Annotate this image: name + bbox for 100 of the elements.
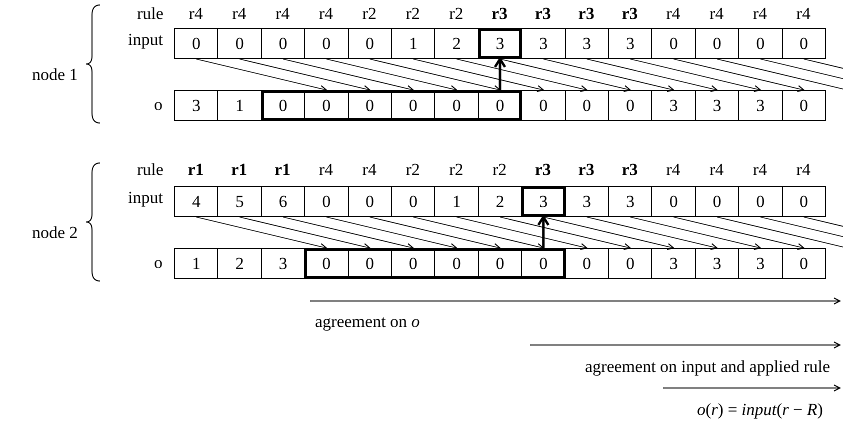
output-cell: 0 — [782, 90, 826, 121]
output-cell: 0 — [608, 90, 652, 121]
input-cell: 0 — [651, 186, 696, 217]
arrow — [537, 216, 550, 248]
output-cell: 0 — [521, 90, 566, 121]
arrow — [673, 216, 804, 250]
output-cell: 3 — [651, 90, 696, 121]
input-cell: 0 — [651, 28, 696, 59]
rule-label: r4 — [666, 4, 680, 24]
rule-label: r3 — [578, 4, 594, 24]
input-cell: 0 — [738, 28, 783, 59]
arrow — [412, 58, 544, 92]
rule-label: r4 — [752, 4, 768, 24]
input-cell: 6 — [260, 186, 306, 217]
arrow — [239, 58, 370, 92]
input-cell: 3 — [564, 28, 609, 59]
rule-label: r1 — [188, 160, 204, 180]
rule-label: r4 — [276, 4, 290, 24]
rule-label: r4 — [710, 160, 724, 180]
arrow — [630, 216, 761, 250]
arrow — [673, 58, 804, 92]
rule-label: r2 — [406, 160, 420, 180]
input-cell: 0 — [304, 28, 349, 59]
arrow — [630, 58, 761, 92]
input-cell: 0 — [694, 28, 740, 59]
rule-label: r4 — [752, 160, 768, 180]
output-cell: 0 — [782, 248, 826, 279]
rule-label: r2 — [449, 4, 464, 24]
rule-label: r4 — [318, 4, 334, 24]
input-cell: 2 — [478, 186, 522, 217]
arrow — [282, 58, 414, 92]
arrow — [586, 58, 718, 92]
arrow — [412, 216, 544, 250]
highlight-frame — [260, 90, 522, 121]
arrow — [494, 58, 506, 90]
rule-label: r3 — [492, 4, 508, 24]
input-cell: 5 — [217, 186, 262, 217]
rule-label: r2 — [492, 160, 507, 180]
input-cell: 3 — [521, 28, 566, 59]
input-cell: 3 — [608, 28, 652, 59]
rule-label: r3 — [578, 160, 594, 180]
input-cell: 0 — [348, 186, 392, 217]
rule-label: r2 — [362, 4, 376, 24]
input-cell: 0 — [782, 28, 826, 59]
output-cell: 0 — [564, 248, 609, 279]
input-cell: 0 — [174, 28, 218, 59]
arrow — [456, 216, 588, 250]
input-cell: 3 — [521, 186, 566, 217]
arrow — [542, 58, 674, 92]
row-label: input — [128, 188, 163, 208]
formula-text: o(r) = input(r − R) — [697, 400, 823, 420]
rule-label: r3 — [534, 160, 551, 180]
input-cell: 0 — [260, 28, 306, 59]
output-cell: 2 — [217, 248, 262, 279]
rule-label: r4 — [666, 160, 680, 180]
input-cell: 3 — [478, 28, 522, 59]
arrow — [500, 216, 631, 250]
input-cell: 0 — [782, 186, 826, 217]
output-cell: 3 — [651, 248, 696, 279]
arrow — [456, 58, 588, 92]
arrow — [500, 58, 631, 92]
row-label: o — [154, 95, 162, 115]
arrow — [586, 216, 718, 250]
input-cell: 0 — [304, 186, 349, 217]
output-cell: 0 — [564, 90, 609, 121]
rule-label: r4 — [232, 4, 246, 24]
rule-label: r3 — [622, 4, 638, 24]
output-cell: 3 — [694, 248, 740, 279]
rule-label: r4 — [796, 160, 810, 180]
rule-label: r4 — [710, 4, 724, 24]
annotation-text: agreement on input and applied rule — [585, 357, 830, 377]
output-cell: 1 — [217, 90, 262, 121]
rule-label: r1 — [231, 160, 248, 180]
rule-label: r2 — [449, 160, 464, 180]
arrow — [282, 216, 414, 250]
row-label: input — [128, 30, 163, 50]
group-label: node 2 — [32, 222, 78, 242]
group-label: node 1 — [32, 64, 78, 84]
rule-label: r3 — [534, 4, 551, 24]
input-cell: 0 — [217, 28, 262, 59]
output-cell: 1 — [174, 248, 218, 279]
rule-label: r4 — [318, 160, 334, 180]
rule-label: r2 — [406, 4, 420, 24]
arrow — [239, 216, 370, 250]
output-cell: 0 — [608, 248, 652, 279]
arrow — [542, 216, 674, 250]
row-label: o — [154, 253, 162, 273]
arrow — [326, 216, 458, 250]
highlight-frame — [304, 248, 566, 279]
rule-label: r1 — [274, 160, 291, 180]
arrow — [196, 58, 327, 92]
output-cell: 3 — [174, 90, 218, 121]
arrow — [369, 58, 500, 92]
output-cell: 3 — [738, 90, 783, 121]
output-cell: 3 — [738, 248, 783, 279]
input-cell: 0 — [391, 186, 436, 217]
input-cell: 3 — [608, 186, 652, 217]
row-label: rule — [137, 160, 164, 180]
arrow — [196, 216, 327, 250]
arrow — [326, 58, 458, 92]
